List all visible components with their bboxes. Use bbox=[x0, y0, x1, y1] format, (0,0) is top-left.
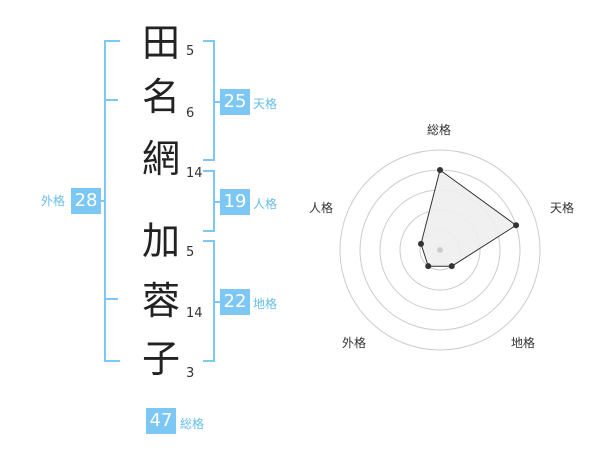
name-char-3: 網 bbox=[141, 137, 180, 181]
radar-grid-ring-5 bbox=[339, 149, 541, 351]
tenkaku-connector bbox=[213, 101, 221, 103]
radar-data-polygon bbox=[420, 169, 517, 267]
name-char-1: 田 bbox=[141, 21, 180, 65]
radar-axis-label-tenkaku: 天格 bbox=[550, 201, 575, 215]
name-char-4: 加 bbox=[141, 219, 180, 263]
tenkaku-bracket bbox=[203, 40, 215, 161]
gaikaku-value: 28 bbox=[71, 188, 101, 214]
name-char-2: 名 bbox=[141, 75, 180, 119]
soukaku-label: 総格 bbox=[180, 417, 205, 431]
gaikaku-label: 外格 bbox=[41, 194, 66, 208]
outer-bracket-tick-lower bbox=[104, 298, 118, 300]
jinkaku-connector bbox=[213, 201, 221, 203]
radar-point-1 bbox=[513, 222, 520, 229]
stroke-count-1: 5 bbox=[186, 44, 195, 59]
tenkaku-value: 25 bbox=[220, 89, 250, 115]
radar-axis-label-gaikaku: 外格 bbox=[342, 336, 367, 350]
radar-center-dot bbox=[437, 247, 443, 253]
stroke-count-3: 14 bbox=[186, 166, 203, 181]
outer-bracket-connector bbox=[98, 200, 106, 202]
radar-axis-label-chikaku: 地格 bbox=[511, 336, 536, 350]
chikaku-value: 22 bbox=[220, 289, 250, 315]
radar-axis-label-jinkaku: 人格 bbox=[309, 201, 334, 215]
stroke-count-4: 5 bbox=[186, 245, 195, 260]
jinkaku-label: 人格 bbox=[253, 197, 278, 211]
radar-point-2 bbox=[448, 263, 455, 270]
stroke-count-6: 3 bbox=[186, 366, 195, 381]
stroke-count-5: 14 bbox=[186, 306, 203, 321]
name-char-6: 子 bbox=[141, 337, 180, 381]
name-char-5: 蓉 bbox=[141, 279, 180, 323]
jinkaku-value: 19 bbox=[220, 189, 250, 215]
tenkaku-label: 天格 bbox=[253, 97, 278, 111]
radar-point-4 bbox=[417, 240, 424, 247]
outer-bracket-tick-upper bbox=[104, 99, 118, 101]
soukaku-value: 47 bbox=[146, 408, 176, 434]
radar-point-3 bbox=[425, 263, 432, 270]
chikaku-label: 地格 bbox=[253, 297, 278, 311]
chikaku-connector bbox=[213, 301, 221, 303]
radar-axis-label-soukaku: 総格 bbox=[427, 123, 452, 137]
radar-point-0 bbox=[437, 167, 443, 173]
stroke-count-2: 6 bbox=[186, 106, 195, 121]
